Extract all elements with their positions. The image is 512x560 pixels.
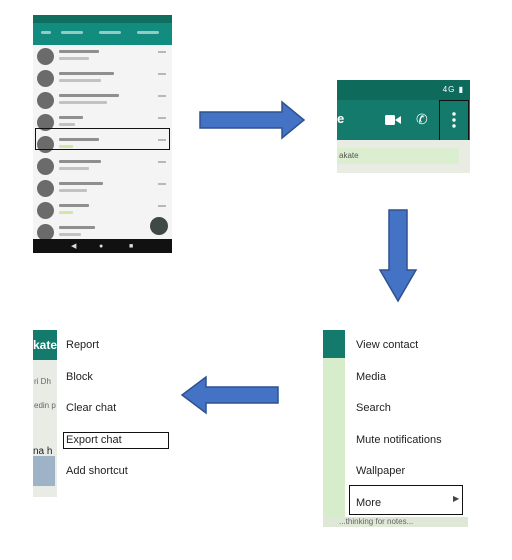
chat-title: e: [337, 111, 345, 126]
chat-time: [158, 73, 166, 75]
chat-row[interactable]: [33, 111, 172, 133]
video-call-icon[interactable]: [385, 114, 401, 126]
status-bar: [337, 80, 470, 100]
menu-item-export-chat[interactable]: Export chat: [66, 434, 122, 446]
voice-call-icon[interactable]: ✆: [416, 111, 428, 127]
avatar: [37, 70, 54, 87]
message-snippet: na h: [33, 446, 53, 457]
menu-item-add-shortcut[interactable]: Add shortcut: [66, 465, 128, 477]
chat-app-bar: [337, 100, 470, 140]
avatar: [37, 180, 54, 197]
chat-name: [59, 94, 119, 97]
chat-time: [158, 139, 166, 141]
arrow-down-icon: [378, 209, 418, 303]
chat-footer-snippet: ...thinking for notes...: [323, 517, 468, 527]
avatar: [37, 224, 54, 241]
arrow-right-icon: [199, 100, 306, 140]
chat-time: [158, 161, 166, 163]
avatar: [37, 114, 54, 131]
chat-time: [158, 51, 166, 53]
menu-item-media[interactable]: Media: [356, 371, 386, 383]
chat-name: [59, 204, 89, 207]
chat-row[interactable]: [33, 67, 172, 89]
chat-snippet: [59, 57, 89, 60]
menu-item-clear-chat[interactable]: Clear chat: [66, 402, 117, 414]
chat-name: [59, 72, 114, 75]
chat-time: [158, 117, 166, 119]
chat-snippet: [59, 211, 73, 214]
avatar: [37, 136, 54, 153]
menu-item-report[interactable]: Report: [66, 339, 100, 351]
chat-row[interactable]: [33, 177, 172, 199]
chat-snippet: [59, 123, 75, 126]
menu-item-more[interactable]: More: [356, 497, 382, 509]
chat-name: [59, 226, 95, 229]
overflow-menu: View contact Media Search Mute notificat…: [345, 330, 468, 527]
navigation-bar: ◀ ● ■: [33, 239, 172, 253]
message-snippet: edin p: [34, 401, 56, 410]
recents-icon[interactable]: ■: [129, 243, 134, 250]
chat-snippet: [59, 167, 89, 170]
back-icon[interactable]: ◀: [71, 243, 77, 250]
avatar: [37, 92, 54, 109]
tab-chats[interactable]: [61, 31, 83, 34]
more-menu-screenshot: kate ri Dh edin p na h Report Block Clea…: [33, 330, 173, 497]
submenu-arrow-icon: ▶: [453, 494, 460, 503]
chat-row[interactable]: [33, 89, 172, 111]
chat-snippet: [59, 101, 107, 104]
avatar: [37, 158, 54, 175]
chat-time: [158, 95, 166, 97]
message-bubble: akate: [337, 148, 459, 164]
more-item-highlight: [349, 485, 463, 515]
chat-row[interactable]: [33, 155, 172, 177]
status-bar: [33, 15, 172, 23]
chat-name: [59, 182, 103, 185]
chat-row[interactable]: [33, 133, 172, 155]
signal-battery-icons: 4G ▮: [442, 85, 464, 94]
new-chat-button[interactable]: [150, 217, 168, 235]
chat-menu-screenshot: View contact Media Search Mute notificat…: [323, 330, 468, 527]
camera-tab-icon: [41, 31, 51, 34]
tab-calls[interactable]: [137, 31, 159, 34]
home-icon[interactable]: ●: [99, 243, 104, 250]
chat-name: [59, 160, 101, 163]
selected-chat-highlight: [35, 128, 170, 150]
avatar: [37, 48, 54, 65]
chat-header-screenshot: 4G ▮ e ✆ akate: [337, 80, 470, 173]
chat-body-edge: [323, 358, 345, 527]
app-bar-edge: [33, 330, 57, 360]
chat-name: [59, 50, 99, 53]
menu-item-wallpaper[interactable]: Wallpaper: [356, 465, 406, 477]
menu-item-block[interactable]: Block: [66, 371, 93, 383]
chat-row[interactable]: [33, 45, 172, 67]
chat-name: [59, 116, 83, 119]
tab-status[interactable]: [99, 31, 121, 34]
arrow-left-icon: [180, 375, 279, 415]
chat-title: kate: [33, 338, 58, 352]
export-chat-highlight: [63, 432, 169, 449]
chat-time: [158, 205, 166, 207]
chat-snippet: [59, 189, 87, 192]
more-submenu: Report Block Clear chat Export chat Add …: [57, 330, 173, 497]
chat-row[interactable]: [33, 199, 172, 221]
chat-time: [158, 183, 166, 185]
menu-item-view-contact[interactable]: View contact: [356, 339, 419, 351]
more-options-icon[interactable]: [449, 111, 459, 129]
chat-list-screenshot: ◀ ● ■: [33, 15, 172, 253]
chat-snippet: [59, 79, 101, 82]
avatar: [37, 202, 54, 219]
menu-item-search[interactable]: Search: [356, 402, 391, 414]
chat-snippet: [59, 145, 73, 148]
message-snippet: ri Dh: [34, 377, 51, 386]
tab-bar: [33, 23, 172, 45]
chat-name: [59, 138, 99, 141]
image-message: [33, 456, 55, 486]
menu-item-mute-notifications[interactable]: Mute notifications: [356, 434, 442, 446]
chat-snippet: [59, 233, 81, 236]
